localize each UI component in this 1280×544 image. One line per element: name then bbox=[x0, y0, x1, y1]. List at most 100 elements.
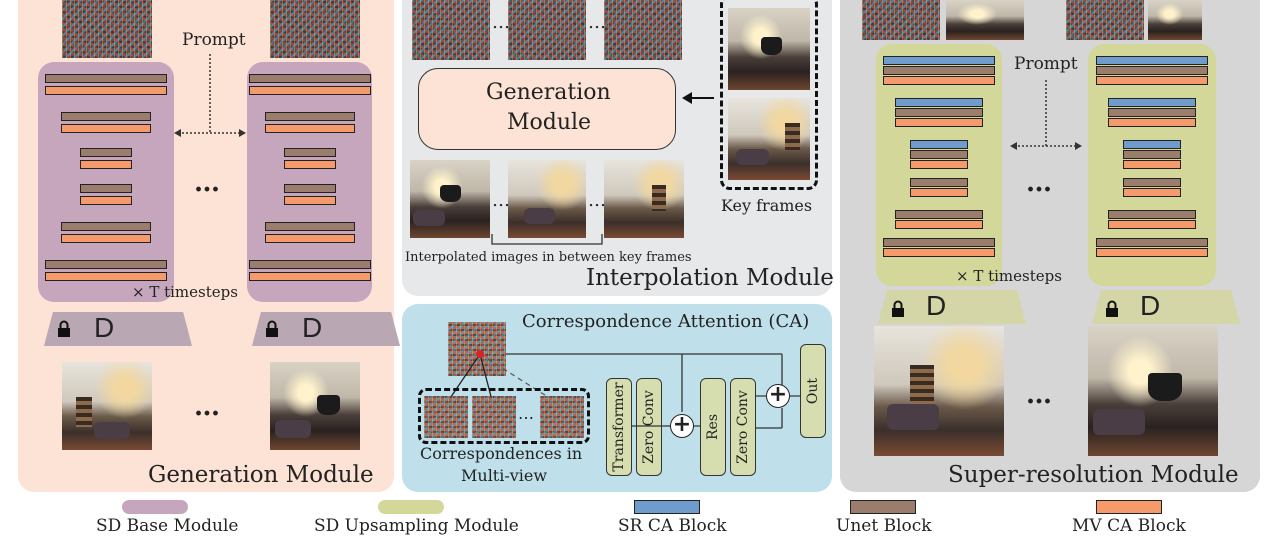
ca-title: Correspondence Attention (CA) bbox=[522, 311, 810, 332]
sr-noise-latent bbox=[862, 0, 940, 40]
unet-block bbox=[284, 148, 336, 157]
mv-ca-block bbox=[80, 196, 132, 205]
interp-bracket bbox=[491, 234, 603, 245]
super-resolved-image bbox=[1088, 326, 1218, 456]
unet-block bbox=[284, 184, 336, 193]
res-block: Res bbox=[700, 378, 726, 476]
key-frame-image bbox=[728, 8, 810, 90]
legend-swatch-mv-ca bbox=[1096, 500, 1162, 514]
interp-generation-module-box bbox=[418, 68, 676, 150]
sr-ca-block bbox=[1123, 140, 1181, 149]
correspondence-view bbox=[540, 396, 584, 438]
ca-flow-lines bbox=[632, 395, 800, 427]
decoder-letter: D bbox=[94, 312, 115, 343]
mv-ca-block bbox=[45, 86, 167, 95]
unet-block bbox=[895, 210, 983, 219]
correspondence-view bbox=[472, 396, 516, 438]
gen-box-line1: Generation bbox=[486, 80, 611, 105]
mv-ca-block bbox=[45, 272, 167, 281]
legend-label: SR CA Block bbox=[618, 516, 727, 536]
legend-label: MV CA Block bbox=[1072, 516, 1186, 536]
mv-ca-block bbox=[910, 188, 968, 197]
lock-icon bbox=[58, 320, 70, 337]
sr-ca-block bbox=[910, 140, 968, 149]
mv-ca-block bbox=[265, 124, 355, 133]
sr-prompt-arrows bbox=[1010, 80, 1082, 150]
add-operation-icon: + bbox=[670, 414, 694, 438]
mv-ca-block bbox=[284, 196, 336, 205]
lock-icon bbox=[266, 320, 278, 337]
key-frame-image bbox=[728, 98, 810, 180]
mv-ca-block bbox=[1123, 160, 1181, 169]
gen-ellipsis: … bbox=[194, 168, 222, 198]
decoder-letter: D bbox=[302, 312, 323, 343]
lock-icon bbox=[1106, 300, 1118, 317]
transformer-block: Transformer bbox=[606, 378, 632, 476]
gen-timesteps-label: × T timesteps bbox=[132, 283, 238, 301]
gen-image-ellipsis: … bbox=[194, 392, 222, 422]
unet-block bbox=[265, 222, 355, 231]
legend-swatch-sr-ca bbox=[634, 500, 700, 514]
noise-ellipsis: … bbox=[492, 12, 510, 33]
unet-block bbox=[1108, 108, 1196, 117]
noise-latent bbox=[604, 0, 682, 60]
sr-input-image bbox=[946, 0, 1024, 40]
arrow-left-icon bbox=[682, 92, 714, 104]
noise-latent-1 bbox=[62, 0, 152, 58]
mv-ca-block bbox=[284, 160, 336, 169]
unet-block bbox=[883, 66, 995, 75]
mv-ca-block bbox=[1108, 220, 1196, 229]
add-operation-icon: + bbox=[766, 384, 790, 408]
legend-label: SD Upsampling Module bbox=[314, 516, 519, 536]
sr-timesteps-label: × T timesteps bbox=[956, 267, 1062, 285]
mv-ca-block bbox=[895, 118, 983, 127]
unet-block bbox=[1096, 66, 1208, 75]
super-resolution-module-title: Super-resolution Module bbox=[948, 462, 1239, 488]
super-resolved-image bbox=[874, 326, 1004, 456]
unet-block bbox=[80, 148, 132, 157]
unet-block bbox=[80, 184, 132, 193]
unet-block bbox=[1123, 150, 1181, 159]
gen-prompt-label: Prompt bbox=[182, 30, 246, 50]
unet-block bbox=[61, 112, 151, 121]
generation-module-title: Generation Module bbox=[148, 462, 374, 488]
unet-block bbox=[249, 74, 371, 83]
unet-block bbox=[1096, 238, 1208, 247]
mv-ca-block bbox=[1096, 248, 1208, 257]
legend-label: SD Base Module bbox=[96, 516, 239, 536]
unet-block bbox=[1108, 210, 1196, 219]
sr-decoder-left bbox=[878, 290, 1026, 324]
gen-prompt-arrows bbox=[174, 54, 246, 137]
sr-ca-block bbox=[895, 98, 983, 107]
sr-ca-block bbox=[1096, 56, 1208, 65]
sr-prompt-label: Prompt bbox=[1014, 54, 1078, 74]
mv-ca-block bbox=[61, 124, 151, 133]
sr-decoder-right bbox=[1092, 290, 1240, 324]
decoder-letter: D bbox=[926, 290, 947, 321]
correspondence-view bbox=[424, 396, 468, 438]
noise-ellipsis: … bbox=[588, 12, 606, 33]
mv-ca-block bbox=[895, 220, 983, 229]
interp-caption: Interpolated images in between key frame… bbox=[405, 250, 692, 265]
unet-block bbox=[1123, 178, 1181, 187]
mv-ca-block bbox=[249, 86, 371, 95]
legend-swatch-unet bbox=[850, 500, 916, 514]
sr-input-image bbox=[1148, 0, 1202, 40]
generated-view-image bbox=[270, 362, 360, 450]
noise-latent bbox=[508, 0, 586, 60]
interp-ellipsis: … bbox=[588, 190, 606, 211]
noise-latent-2 bbox=[270, 0, 360, 58]
key-frames-label: Key frames bbox=[721, 196, 813, 215]
unet-block bbox=[895, 108, 983, 117]
sr-image-ellipsis: … bbox=[1026, 380, 1054, 410]
mv-ca-block bbox=[61, 234, 151, 243]
generated-view-image bbox=[62, 362, 152, 450]
correspondence-ellipsis: … bbox=[518, 404, 534, 423]
unet-block bbox=[45, 260, 167, 269]
zero-conv-block: Zero Conv bbox=[636, 378, 662, 476]
unet-block bbox=[61, 222, 151, 231]
interpolated-image bbox=[604, 160, 684, 238]
interpolated-image bbox=[508, 160, 586, 238]
decoder-letter: D bbox=[1140, 290, 1161, 321]
mv-ca-block bbox=[265, 234, 355, 243]
